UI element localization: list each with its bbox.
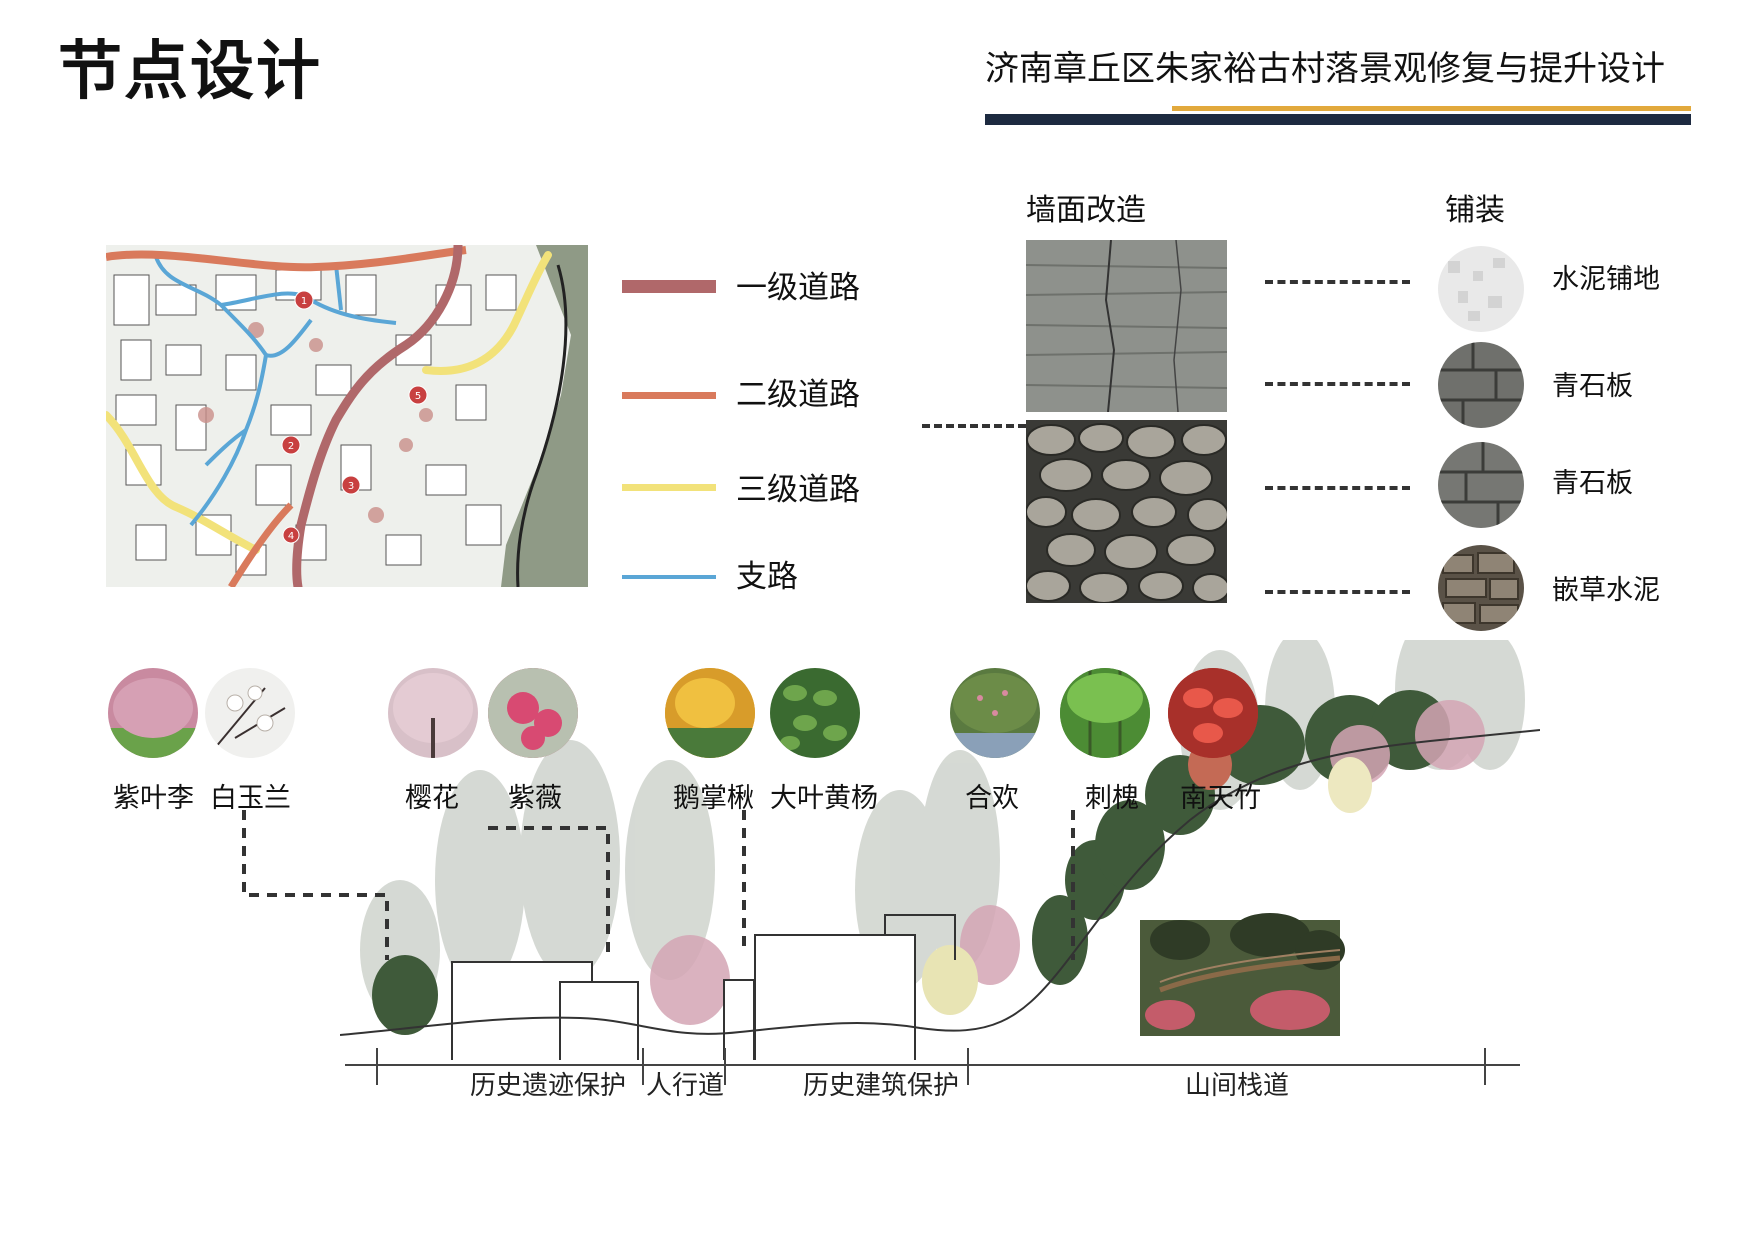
paving-connector-dash-1	[1265, 280, 1410, 284]
page-title: 节点设计	[58, 35, 322, 109]
paving-label-1: 水泥铺地	[1552, 264, 1660, 295]
map-node-4: 4	[288, 531, 294, 542]
plant-label-2: 白玉兰	[210, 783, 291, 814]
road-primary-swatch	[622, 280, 716, 293]
landscape-section-drawing	[339, 610, 1541, 1071]
plant-photo-zi-wei	[488, 668, 578, 758]
legend-label-tertiary: 三级道路	[736, 472, 860, 508]
plant-photo-e-zhang-qiu	[665, 668, 755, 758]
section-label-mountain-boardwalk: 山间栈道	[1185, 1071, 1290, 1101]
legend-label-secondary: 二级道路	[736, 377, 860, 413]
plant-photo-he-huan	[950, 668, 1040, 758]
title-underline-navy	[985, 114, 1691, 125]
paving-grass-cement-swatch	[1438, 545, 1524, 631]
paving-label-2: 青石板	[1552, 371, 1633, 402]
plant-label-3: 樱花	[405, 783, 459, 814]
paving-bluestone-swatch-2	[1438, 442, 1524, 528]
plant-photo-zi-ye-li	[108, 668, 198, 758]
wall-texture-cobble-photo	[1026, 420, 1227, 603]
road-branch-swatch	[622, 575, 716, 579]
project-title: 济南章丘区朱家裕古村落景观修复与提升设计	[985, 49, 1665, 89]
road-tertiary-swatch	[622, 484, 716, 491]
paving-connector-dash-2	[1265, 382, 1410, 386]
section-label-heritage-ruins: 历史遗迹保护	[470, 1071, 627, 1101]
site-road-map-drawing: 1 2 3 4 5	[106, 245, 588, 587]
plant-label-1: 紫叶李	[113, 783, 194, 814]
legend-label-branch: 支路	[736, 559, 798, 595]
plant-label-4: 紫薇	[508, 783, 562, 814]
plant-label-7: 合欢	[965, 783, 1019, 814]
paving-bluestone-swatch-1	[1438, 342, 1524, 428]
paving-connector-dash-4	[1265, 590, 1410, 594]
plant-label-5: 鹅掌楸	[673, 783, 754, 814]
plant-photo-ying-hua	[388, 668, 478, 758]
section-zone-axis	[345, 1048, 1520, 1085]
plant-photo-ci-huai	[1060, 668, 1150, 758]
section-label-sidewalk: 人行道	[646, 1071, 725, 1101]
plant-leader-lines	[242, 810, 1075, 960]
road-secondary-swatch	[622, 392, 716, 399]
plant-photo-nan-tian-zhu	[1168, 668, 1258, 758]
site-road-map: 1 2 3 4 5	[106, 245, 588, 587]
plant-label-8: 刺槐	[1085, 783, 1139, 814]
wall-connector-dash	[922, 424, 1026, 428]
paving-label-4: 嵌草水泥	[1552, 575, 1660, 606]
paving-title: 铺装	[1445, 193, 1505, 228]
wall-renovation-title: 墙面改造	[1026, 193, 1146, 228]
section-svg	[339, 610, 1541, 1071]
title-underline-gold	[1172, 106, 1691, 111]
plant-label-9: 南天竹	[1180, 783, 1261, 814]
map-node-2: 2	[288, 441, 294, 452]
plant-label-6: 大叶黄杨	[770, 783, 878, 814]
paving-label-3: 青石板	[1552, 468, 1633, 499]
section-label-heritage-buildings: 历史建筑保护	[803, 1071, 960, 1101]
paving-cement-swatch	[1438, 246, 1524, 332]
plant-photo-bai-yu-lan	[205, 668, 295, 758]
wall-texture-stone-photo	[1026, 240, 1227, 412]
map-node-5: 5	[415, 391, 421, 402]
plant-photo-da-ye-huang-yang	[770, 668, 860, 758]
map-node-1: 1	[301, 296, 307, 307]
map-node-3: 3	[348, 481, 354, 492]
legend-label-primary: 一级道路	[736, 270, 860, 306]
paving-connector-dash-3	[1265, 486, 1410, 490]
